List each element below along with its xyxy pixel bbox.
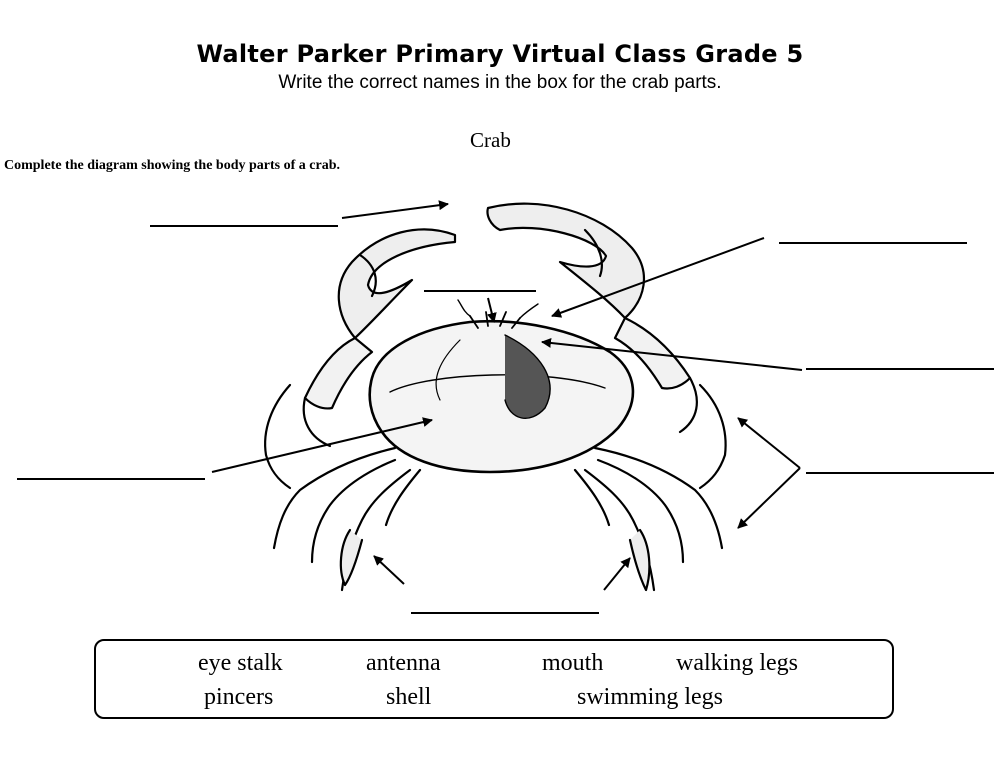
word-eye-stalk[interactable]: eye stalk xyxy=(198,650,283,676)
word-mouth[interactable]: mouth xyxy=(542,650,604,676)
page-title: Walter Parker Primary Virtual Class Grad… xyxy=(196,40,804,68)
answer-blank-shell[interactable] xyxy=(17,478,205,480)
answer-blank-walking-legs[interactable] xyxy=(806,472,994,474)
carapace xyxy=(368,319,635,474)
word-walking-legs[interactable]: walking legs xyxy=(676,650,798,676)
diagram-instruction: Complete the diagram showing the body pa… xyxy=(4,158,340,173)
word-shell[interactable]: shell xyxy=(386,684,432,710)
page-subtitle: Write the correct names in the box for t… xyxy=(278,72,722,93)
word-antenna[interactable]: antenna xyxy=(366,650,441,676)
answer-blank-swimming-legs[interactable] xyxy=(411,612,599,614)
left-claw xyxy=(337,228,457,340)
label-arrows xyxy=(211,200,803,591)
right-claw xyxy=(486,202,646,320)
answer-blank-antenna[interactable] xyxy=(779,242,967,244)
crab-illustration xyxy=(264,202,727,592)
diagram-title: Crab xyxy=(470,128,511,152)
answer-blank-eye-stalk[interactable] xyxy=(424,290,536,292)
answer-blank-mouth[interactable] xyxy=(806,368,994,370)
word-bank: eye stalk antenna mouth walking legs pin… xyxy=(94,639,894,719)
word-swimming-legs[interactable]: swimming legs xyxy=(577,684,724,710)
word-pincers[interactable]: pincers xyxy=(204,684,274,710)
answer-blank-pincers[interactable] xyxy=(150,225,338,227)
